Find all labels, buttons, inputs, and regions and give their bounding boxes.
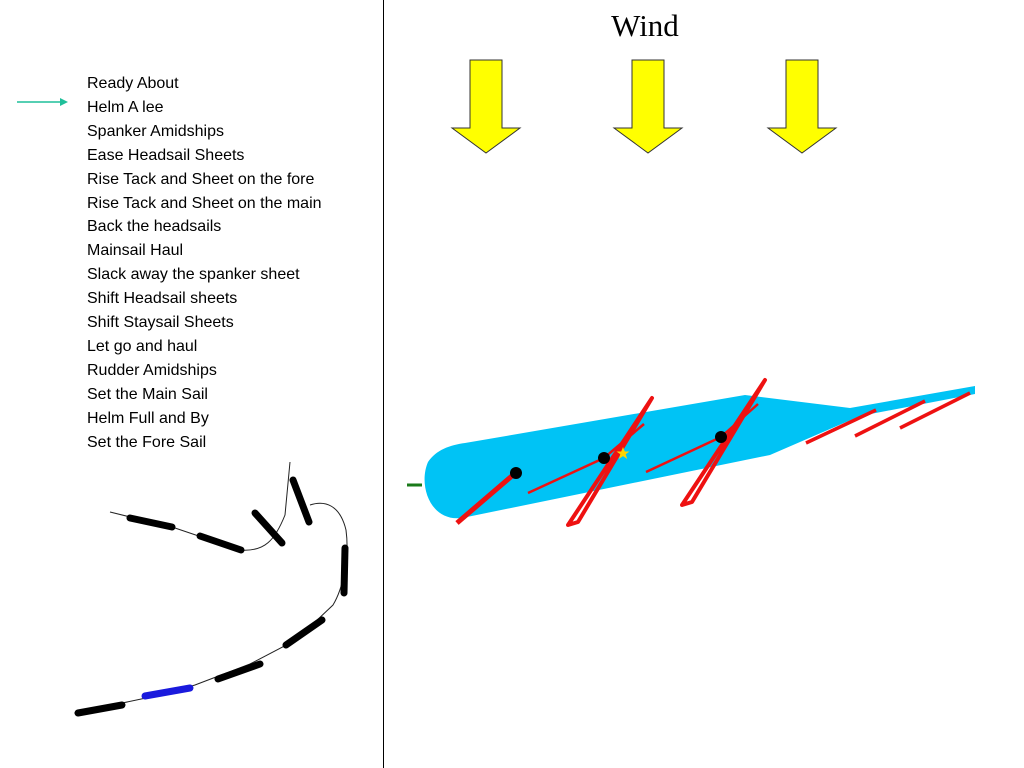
step-item: Shift Staysail Sheets	[87, 314, 234, 332]
track-line	[74, 502, 348, 714]
ship-icon	[251, 509, 286, 547]
step-item: Ease Headsail Sheets	[87, 146, 245, 164]
wind-arrow-icon	[766, 59, 838, 154]
main-sheet-line	[527, 456, 605, 495]
position-star-icon	[616, 447, 630, 459]
step-item: Set the Fore Sail	[87, 433, 207, 451]
ship-hull	[424, 386, 975, 519]
jib-sail	[899, 391, 971, 430]
diagram-title: Wind	[611, 8, 679, 43]
ship-icon	[196, 532, 245, 554]
step-item: Shift Headsail sheets	[87, 290, 238, 308]
ship-icon	[289, 476, 313, 526]
main-sheet-line	[603, 423, 645, 459]
mizzen-mast	[510, 467, 522, 479]
step-item: Rise Tack and Sheet on the main	[87, 194, 322, 212]
panel-divider	[383, 0, 384, 768]
step-item: Set the Main Sail	[87, 385, 208, 403]
ship-icon	[74, 701, 126, 717]
current-step-pointer-arrow-icon	[17, 98, 68, 106]
wind-arrow-icon	[612, 59, 684, 154]
step-item: Rise Tack and Sheet on the fore	[87, 170, 315, 188]
jib-sail	[854, 399, 926, 438]
ship-icon	[214, 660, 264, 683]
fore-yard-sail	[680, 378, 767, 507]
step-item: Back the headsails	[87, 218, 222, 236]
ship-icon	[126, 514, 176, 531]
tacking-track	[74, 461, 349, 717]
step-item: Slack away the spanker sheet	[87, 266, 300, 284]
main-yard-sail	[566, 396, 654, 527]
wind-arrow-icon	[450, 59, 522, 154]
step-item: Rudder Amidships	[87, 361, 217, 379]
ship-icon-current	[141, 684, 194, 700]
jib-sail	[805, 408, 877, 445]
step-item: Mainsail Haul	[87, 242, 184, 260]
spanker-sail	[455, 473, 515, 525]
ship-icon	[340, 544, 349, 597]
fore-sheet-line	[720, 403, 759, 438]
ship-icon	[282, 616, 326, 649]
step-item: Helm Full and By	[87, 409, 209, 427]
step-item: Spanker Amidships	[87, 122, 224, 140]
step-item: Helm A lee	[87, 98, 164, 116]
main-mast	[598, 452, 610, 464]
fore-sheet-line	[645, 435, 722, 474]
maneuver-steps-list: Ready About Helm A lee Spanker Amidships…	[87, 72, 322, 455]
fore-mast	[715, 431, 727, 443]
step-item: Let go and haul	[87, 337, 198, 355]
step-item: Ready About	[87, 75, 179, 92]
